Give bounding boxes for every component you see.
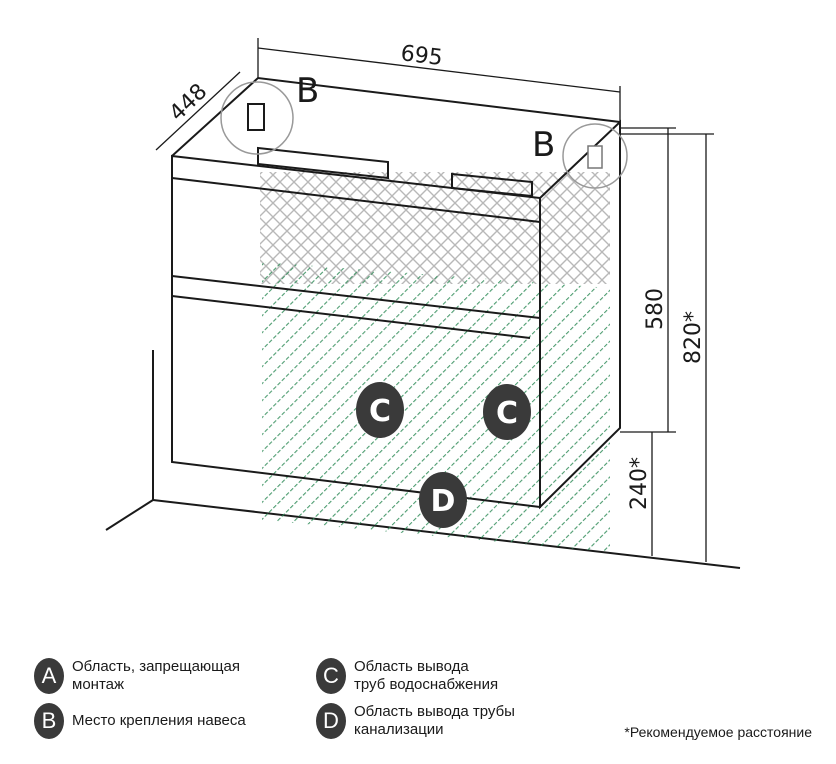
legend-item-b: B Место крепления навеса bbox=[34, 703, 246, 739]
dimension-lines bbox=[155, 38, 714, 562]
legend-text-d: Область вывода трубы канализации bbox=[354, 703, 515, 738]
legend-text-c: Область вывода труб водоснабжения bbox=[354, 658, 499, 693]
dimension-width: 695 bbox=[399, 41, 444, 71]
legend-badge-c: C bbox=[316, 658, 346, 694]
svg-text:C: C bbox=[496, 396, 518, 431]
bracket-circle-left bbox=[220, 81, 294, 155]
svg-text:D: D bbox=[431, 484, 456, 519]
svg-text:C: C bbox=[369, 394, 391, 429]
legend-badge-b: B bbox=[34, 703, 64, 739]
dimension-height-body: 580 bbox=[643, 288, 668, 330]
legend-badge-a: A bbox=[34, 658, 64, 694]
bracket-circle-right bbox=[562, 123, 628, 189]
bracket-label-right: B bbox=[532, 125, 555, 165]
bracket-left-icon bbox=[247, 103, 265, 131]
legend-item-d: D Область вывода трубы канализации bbox=[316, 703, 515, 739]
dimension-depth: 448 bbox=[165, 79, 213, 126]
zone-marker-d: D bbox=[419, 472, 467, 528]
legend-badge-d: D bbox=[316, 703, 346, 739]
legend-item-c: C Область вывода труб водоснабжения bbox=[316, 658, 498, 694]
vanity-cabinet-diagram: B B 695 448 580 820* 240* C C D bbox=[105, 38, 741, 569]
bracket-right-icon bbox=[587, 145, 603, 169]
legend-text-a: Область, запрещающая монтаж bbox=[72, 658, 240, 693]
footnote: *Рекомендуемое расстояние bbox=[624, 724, 812, 740]
legend-item-a: A Область, запрещающая монтаж bbox=[34, 658, 240, 694]
forbidden-zone-a bbox=[260, 172, 610, 284]
bracket-label-left: B bbox=[296, 71, 319, 111]
dimension-height-total: 820* bbox=[681, 311, 706, 364]
legend-text-b: Место крепления навеса bbox=[72, 712, 246, 729]
zone-marker-c-left: C bbox=[356, 382, 404, 438]
outlet-zone-hatch bbox=[262, 262, 610, 552]
zone-marker-c-right: C bbox=[483, 384, 531, 440]
dimension-height-floor: 240* bbox=[627, 457, 652, 510]
